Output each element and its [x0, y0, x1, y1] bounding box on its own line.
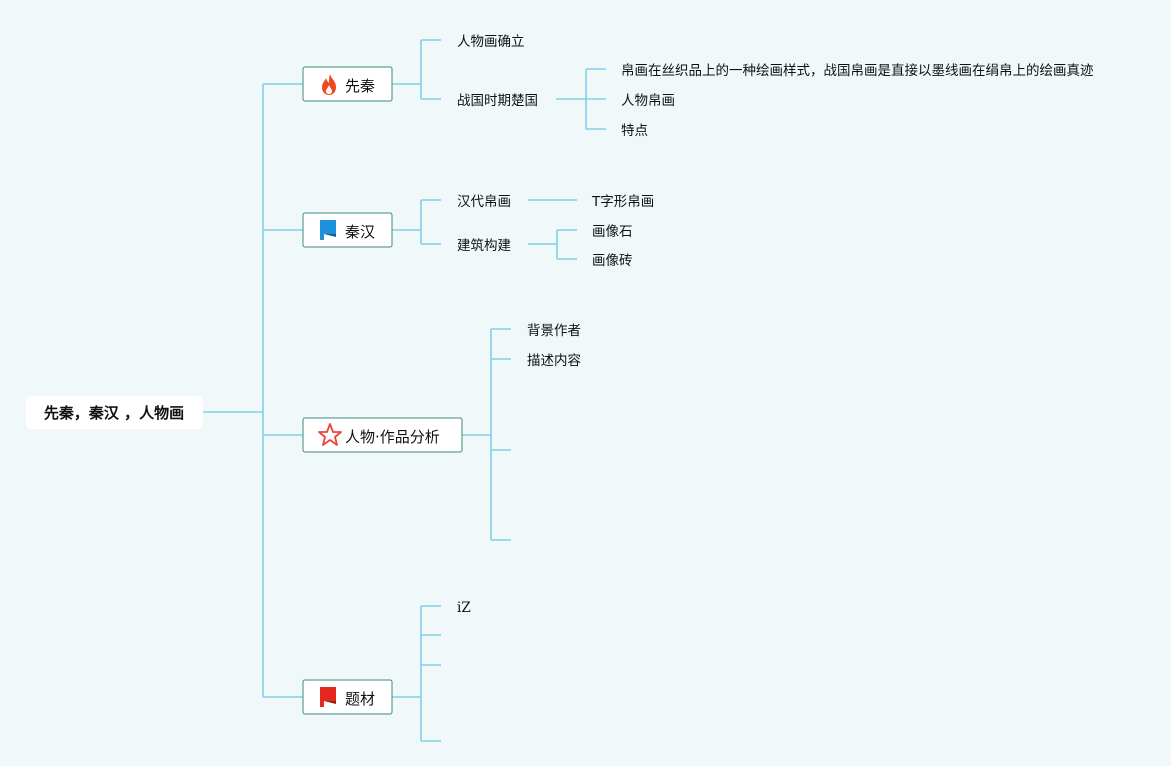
leaf-node[interactable]: iZ [457, 600, 471, 616]
root-node[interactable]: 先秦，秦汉 ，人物画 [26, 396, 203, 429]
subtopic-label: 战国时期楚国 [457, 93, 538, 109]
fire-icon [322, 74, 336, 95]
subtopic-label: 汉代帛画 [457, 193, 511, 210]
subtopic-node[interactable]: 汉代帛画 [457, 193, 511, 210]
topic-label: 先秦 [345, 77, 375, 95]
topic-node-analysis[interactable]: 人物·作品分析 [302, 417, 463, 453]
star-icon [318, 423, 342, 446]
subtopic-node[interactable]: 战国时期楚国 [457, 93, 538, 109]
leaf-node[interactable]: 画像石 [592, 224, 633, 240]
subtopic-label: 建筑构建 [457, 238, 511, 254]
flag-icon [320, 220, 336, 240]
leaf-node[interactable]: 描述内容 [527, 352, 581, 369]
topic-node-qinhan[interactable]: 秦汉 [302, 212, 393, 248]
topic-label: 人物·作品分析 [345, 428, 440, 446]
leaf-node[interactable]: 画像砖 [592, 253, 633, 269]
topic-label: 秦汉 [345, 223, 375, 241]
leaf-node[interactable]: 背景作者 [527, 323, 581, 339]
topic-label: 题材 [345, 690, 375, 708]
subtopic-node[interactable]: 人物画确立 [457, 34, 525, 50]
leaf-node[interactable]: T字形帛画 [591, 193, 654, 210]
leaf-node[interactable]: 特点 [621, 123, 648, 139]
subtopic-label: 人物画确立 [457, 34, 525, 50]
leaf-node[interactable]: 帛画在丝织品上的一种绘画样式，战国帛画是直接以墨线画在绢帛上的绘画真迹 [621, 62, 1094, 79]
connector-lines [203, 39, 606, 742]
root-label: 先秦，秦汉 ，人物画 [44, 404, 184, 422]
topic-node-ticai[interactable]: 题材 [302, 679, 393, 715]
flag-icon [320, 687, 336, 707]
leaf-node[interactable]: 人物帛画 [621, 92, 675, 109]
topic-node-xianqin[interactable]: 先秦 [302, 66, 393, 102]
subtopic-node[interactable]: 建筑构建 [457, 238, 511, 254]
